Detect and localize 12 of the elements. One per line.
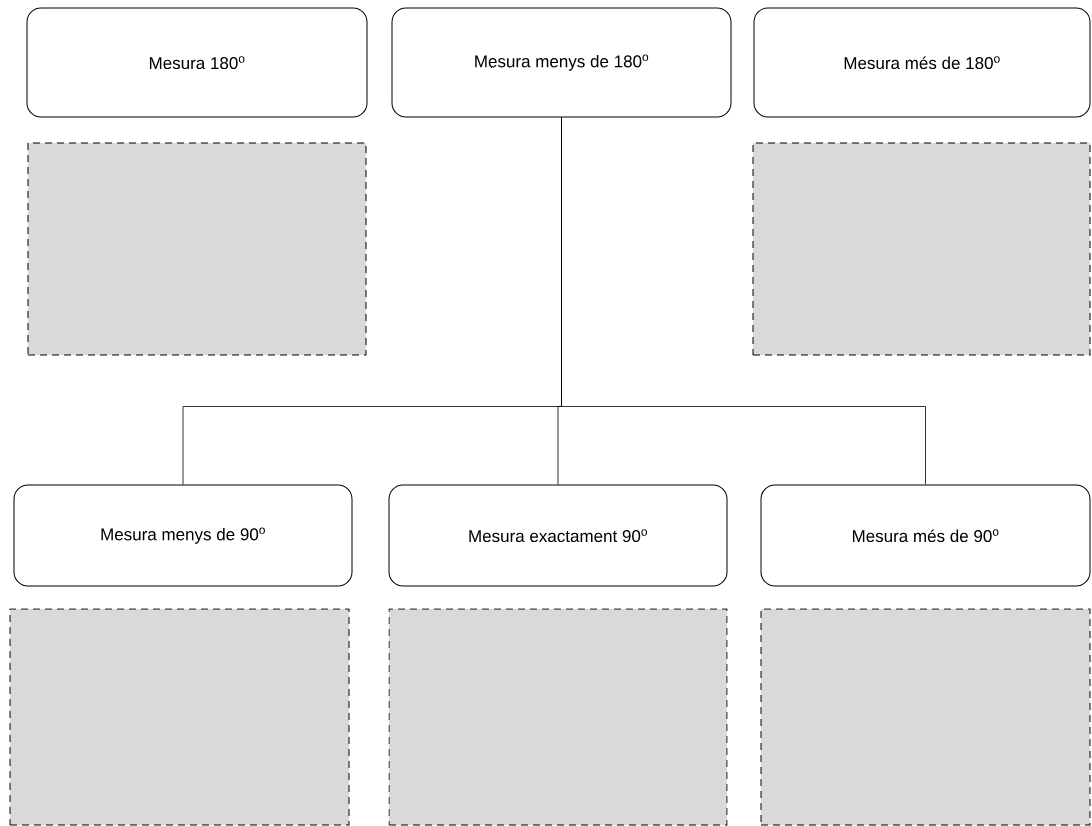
answer-box (388, 608, 728, 826)
answer-box (752, 142, 1091, 356)
label-box: Mesura més de 180$^{o}$ (753, 7, 1091, 118)
label-box: Mesura més de 90$^{o}$ (760, 484, 1091, 587)
label-box: Mesura menys de 180$^{o}$ (391, 7, 732, 118)
answer-box (9, 608, 350, 826)
connector-line (561, 117, 926, 485)
answer-box (27, 142, 367, 356)
answer-box (760, 608, 1091, 826)
label-box: Mesura menys de 90$^{o}$ (13, 484, 353, 587)
label-box: Mesura 180$^{o}$ (26, 7, 368, 118)
label-box: Mesura exactament 90$^{o}$ (388, 484, 728, 587)
